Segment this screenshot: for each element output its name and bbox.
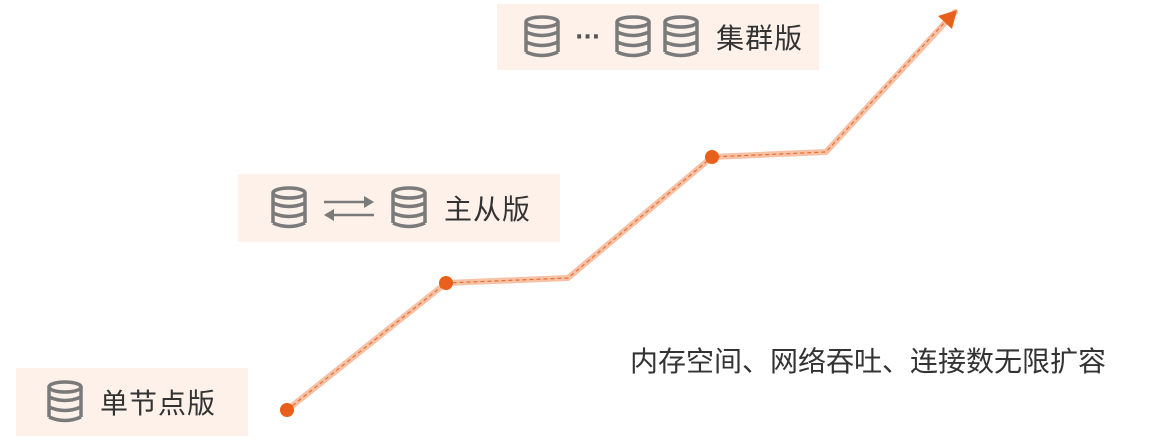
scaling-caption: 内存空间、网络吞吐、连接数无限扩容 [630,345,1107,378]
tier-label-replica: 主从版 [444,193,532,226]
sync-arrows-icon [324,196,374,221]
database-icon [47,380,83,423]
milestone-dot-cluster [705,150,719,164]
database-icon [615,15,651,58]
growth-arrowhead [938,10,957,29]
ellipsis-icon: ··· [575,24,601,50]
tier-master-replica: 主从版 [238,174,560,242]
tier-label-single: 单节点版 [100,387,217,420]
tier-label-cluster: 集群版 [716,22,804,55]
database-icon [524,15,560,58]
milestone-dot-replica [439,276,453,290]
database-icon [271,186,307,229]
tier-cluster: ··· 集群版 [497,4,819,70]
database-icon [391,186,427,229]
database-icon [663,15,699,58]
milestone-dot-single [280,403,294,417]
tier-single-node: 单节点版 [16,368,248,436]
growth-path-dash [286,21,946,411]
